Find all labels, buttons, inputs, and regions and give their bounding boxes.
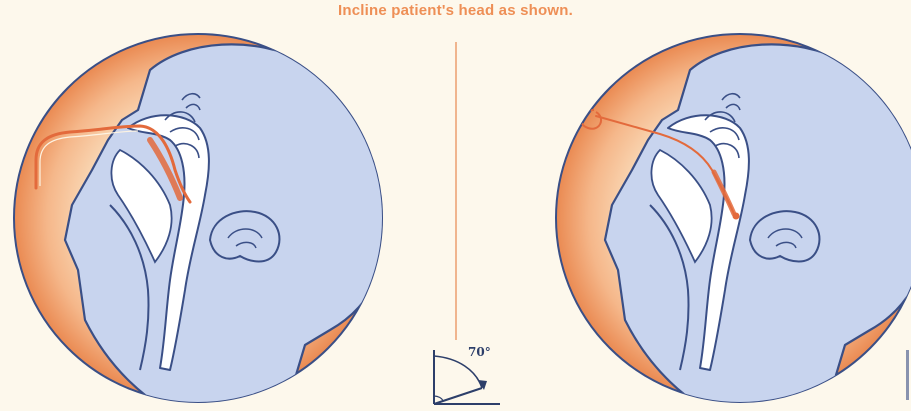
angle-small-arc — [434, 396, 443, 401]
right-tube-end-dot — [733, 213, 740, 220]
angle-incline — [434, 388, 482, 404]
angle-indicator: 70° — [434, 345, 500, 404]
edge-mark — [906, 350, 909, 400]
left-diagram-panel — [14, 34, 391, 411]
right-diagram-panel — [556, 34, 911, 411]
angle-label: 70° — [468, 345, 491, 359]
angle-arc — [434, 356, 482, 388]
